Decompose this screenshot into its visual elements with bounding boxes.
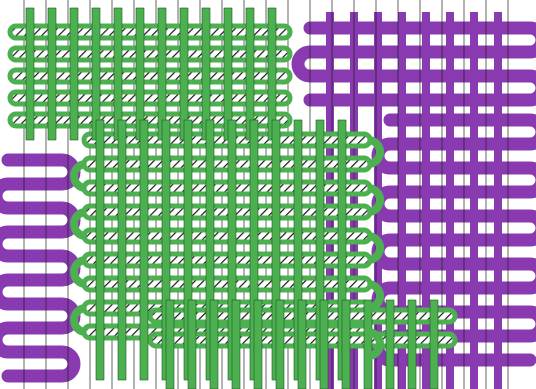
green-warp	[364, 300, 372, 389]
green-warp	[298, 300, 306, 389]
green-warp	[342, 300, 350, 389]
green-weft-row	[84, 278, 370, 290]
green-warp	[210, 300, 218, 389]
green-warp	[96, 120, 104, 380]
green-weft-row	[84, 182, 370, 194]
green-weft-row	[84, 230, 370, 242]
green-warp	[140, 120, 148, 380]
green-warp	[26, 8, 34, 140]
green-warp	[320, 300, 328, 389]
green-weft-row	[84, 254, 370, 266]
green-weft-row	[84, 206, 370, 218]
green-warp	[430, 300, 438, 389]
green-warp	[408, 300, 416, 389]
green-warp	[276, 300, 284, 389]
green-warp	[118, 120, 126, 380]
green-warp	[70, 8, 78, 140]
purple-weft-path	[0, 160, 74, 376]
green-warp	[386, 300, 394, 389]
green-warp	[166, 300, 174, 389]
green-warp	[48, 8, 56, 140]
green-weft-row	[84, 158, 370, 170]
green-warp	[188, 300, 196, 389]
green-warp	[254, 300, 262, 389]
green-warp	[232, 300, 240, 389]
